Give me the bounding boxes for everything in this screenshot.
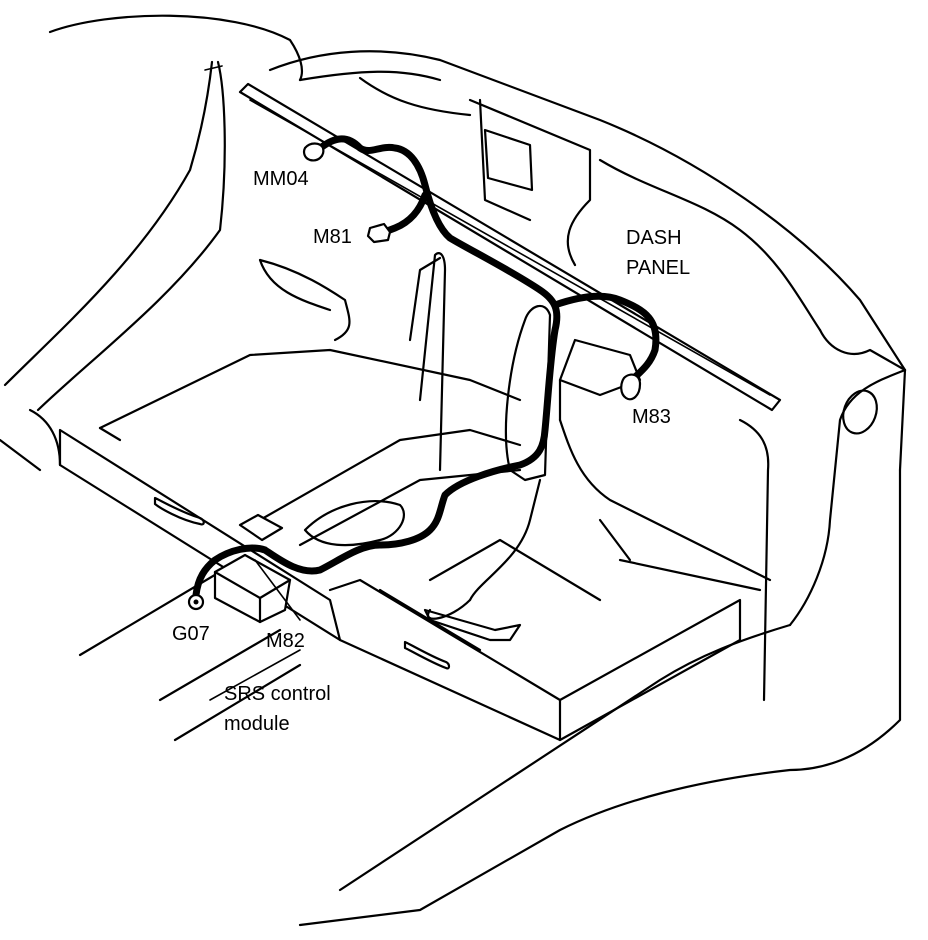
label-mm04: MM04	[253, 168, 309, 190]
label-g07: G07	[172, 623, 210, 645]
connector-m83	[620, 373, 642, 401]
connector-mm04	[302, 142, 325, 162]
label-m83: M83	[632, 406, 671, 428]
body-outline	[0, 14, 907, 927]
label-m81: M81	[313, 226, 352, 248]
label-srs-line1: SRS control	[224, 683, 331, 705]
label-srs-line2: module	[224, 713, 290, 735]
label-dash-line1: DASH	[626, 227, 682, 249]
label-dash-line2: PANEL	[626, 257, 690, 279]
srs-leader-line	[209, 649, 301, 701]
wiring-harness	[192, 135, 561, 599]
connector-m81	[366, 222, 392, 244]
label-m82: M82	[266, 630, 305, 652]
m82-leader-line	[254, 559, 301, 621]
harness-branch-m83	[551, 292, 660, 384]
srs-control-module	[213, 513, 292, 624]
ground-g07	[187, 593, 205, 611]
